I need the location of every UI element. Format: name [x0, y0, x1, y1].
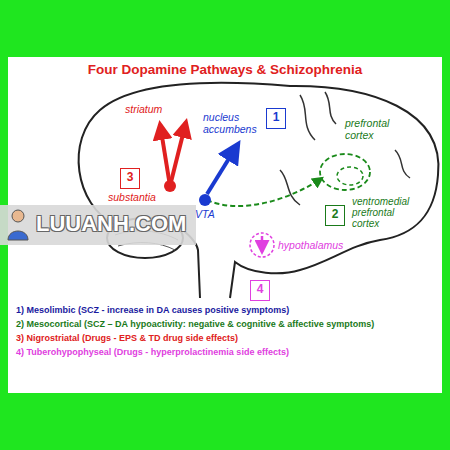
- mesolimbic-pathway: [207, 144, 238, 194]
- brain-outline: [79, 83, 439, 298]
- structure-label: ventromedial prefrontal cortex: [352, 196, 424, 229]
- diagram-title: Four Dopamine Pathways & Schizophrenia: [0, 63, 450, 78]
- prefrontal-region: [320, 154, 370, 190]
- callout-number: 2: [330, 207, 340, 221]
- watermark-band: [0, 205, 196, 245]
- watermark-icon: [8, 231, 28, 240]
- callout-box: 3: [120, 168, 140, 189]
- structure-label: striatum: [125, 104, 162, 116]
- callout-number: 4: [255, 282, 265, 296]
- substantia-nigra-dot: [164, 180, 176, 192]
- tuberohypophyseal-pathway: [261, 236, 264, 252]
- structure-label: prefrontal cortex: [345, 118, 397, 141]
- callout-number: 3: [125, 170, 135, 184]
- legend-line: 4) Tuberohypophyseal (Drugs - hyperprola…: [16, 348, 289, 358]
- structure-label: hypothalamus: [278, 240, 343, 252]
- structure-label: substantia: [108, 192, 156, 204]
- callout-box: 4: [250, 280, 270, 301]
- callout-box: 2: [325, 205, 345, 226]
- callout-box: 1: [266, 108, 286, 129]
- watermark-icon: [12, 210, 24, 222]
- watermark: LUUANH.COM: [36, 212, 186, 236]
- white-card: [8, 57, 442, 393]
- structure-label: VTA: [195, 209, 215, 221]
- ventromedial-region: [337, 167, 363, 185]
- nigrostriatal-pathway: [160, 124, 170, 186]
- structure-label: nucleus accumbens: [203, 112, 259, 135]
- legend-line: 2) Mesocortical (SCZ – DA hypoactivity: …: [16, 320, 374, 330]
- vta-dot: [199, 194, 211, 206]
- callout-number: 1: [271, 110, 281, 124]
- mesocortical-pathway: [207, 178, 322, 206]
- legend-line: 1) Mesolimbic (SCZ - increase in DA caus…: [16, 306, 289, 316]
- legend-line: 3) Nigrostriatal (Drugs - EPS & TD drug …: [16, 334, 238, 344]
- nigrostriatal-pathway: [170, 122, 186, 186]
- hypothalamus-region: [250, 233, 274, 257]
- gyri: [280, 92, 410, 205]
